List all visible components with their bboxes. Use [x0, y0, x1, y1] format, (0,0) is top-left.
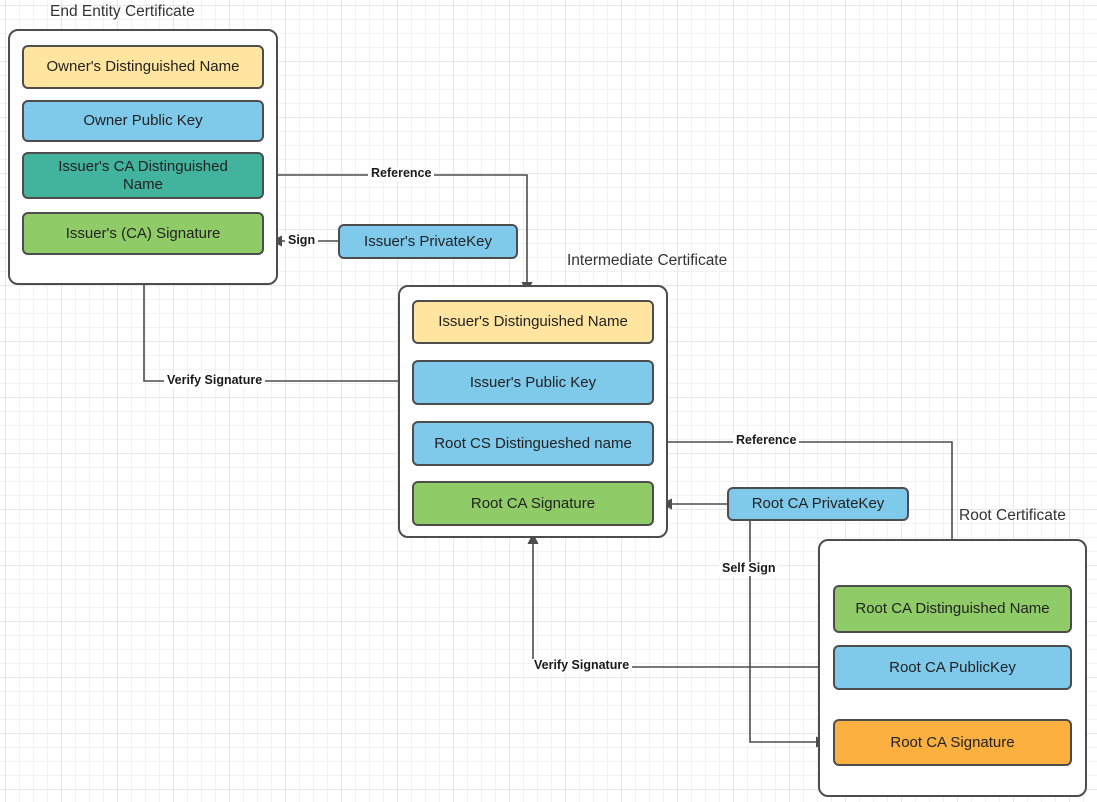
edge-label-verify-signature-2: Verify Signature — [531, 658, 633, 673]
edge-label-reference-2: Reference — [733, 433, 800, 448]
node-root-cs-distingueshed-name[interactable]: Root CS Distingueshed name — [412, 421, 654, 466]
edge-label-self-sign: Self Sign — [719, 561, 779, 576]
node-issuer-privatekey[interactable]: Issuer's PrivateKey — [338, 224, 518, 259]
node-owner-public-key[interactable]: Owner Public Key — [22, 100, 264, 142]
node-issuer-ca-distinguished-name[interactable]: Issuer's CA Distinguished Name — [22, 152, 264, 199]
node-issuer-public-key[interactable]: Issuer's Public Key — [412, 360, 654, 405]
group-title-root: Root Certificate — [959, 507, 1066, 524]
node-root-ca-signature[interactable]: Root CA Signature — [833, 719, 1072, 766]
node-root-ca-privatekey[interactable]: Root CA PrivateKey — [727, 487, 909, 521]
edge-label-verify-signature-1: Verify Signature — [164, 373, 266, 388]
node-issuer-ca-signature[interactable]: Issuer's (CA) Signature — [22, 212, 264, 255]
edge-verify-signature-2 — [527, 532, 833, 668]
node-root-ca-distinguished-name[interactable]: Root CA Distinguished Name — [833, 585, 1072, 633]
edge-self-sign — [749, 521, 828, 748]
group-title-intermediate: Intermediate Certificate — [567, 252, 728, 269]
node-owner-distinguished-name[interactable]: Owner's Distinguished Name — [22, 45, 264, 89]
edge-label-sign-1: Sign — [285, 233, 319, 248]
edge-label-reference-1: Reference — [368, 166, 435, 181]
node-root-ca-publickey[interactable]: Root CA PublicKey — [833, 645, 1072, 690]
group-title-end-entity: End Entity Certificate — [50, 3, 195, 20]
node-issuer-distinguished-name[interactable]: Issuer's Distinguished Name — [412, 300, 654, 344]
node-root-ca-signature-intermediate[interactable]: Root CA Signature — [412, 481, 654, 526]
